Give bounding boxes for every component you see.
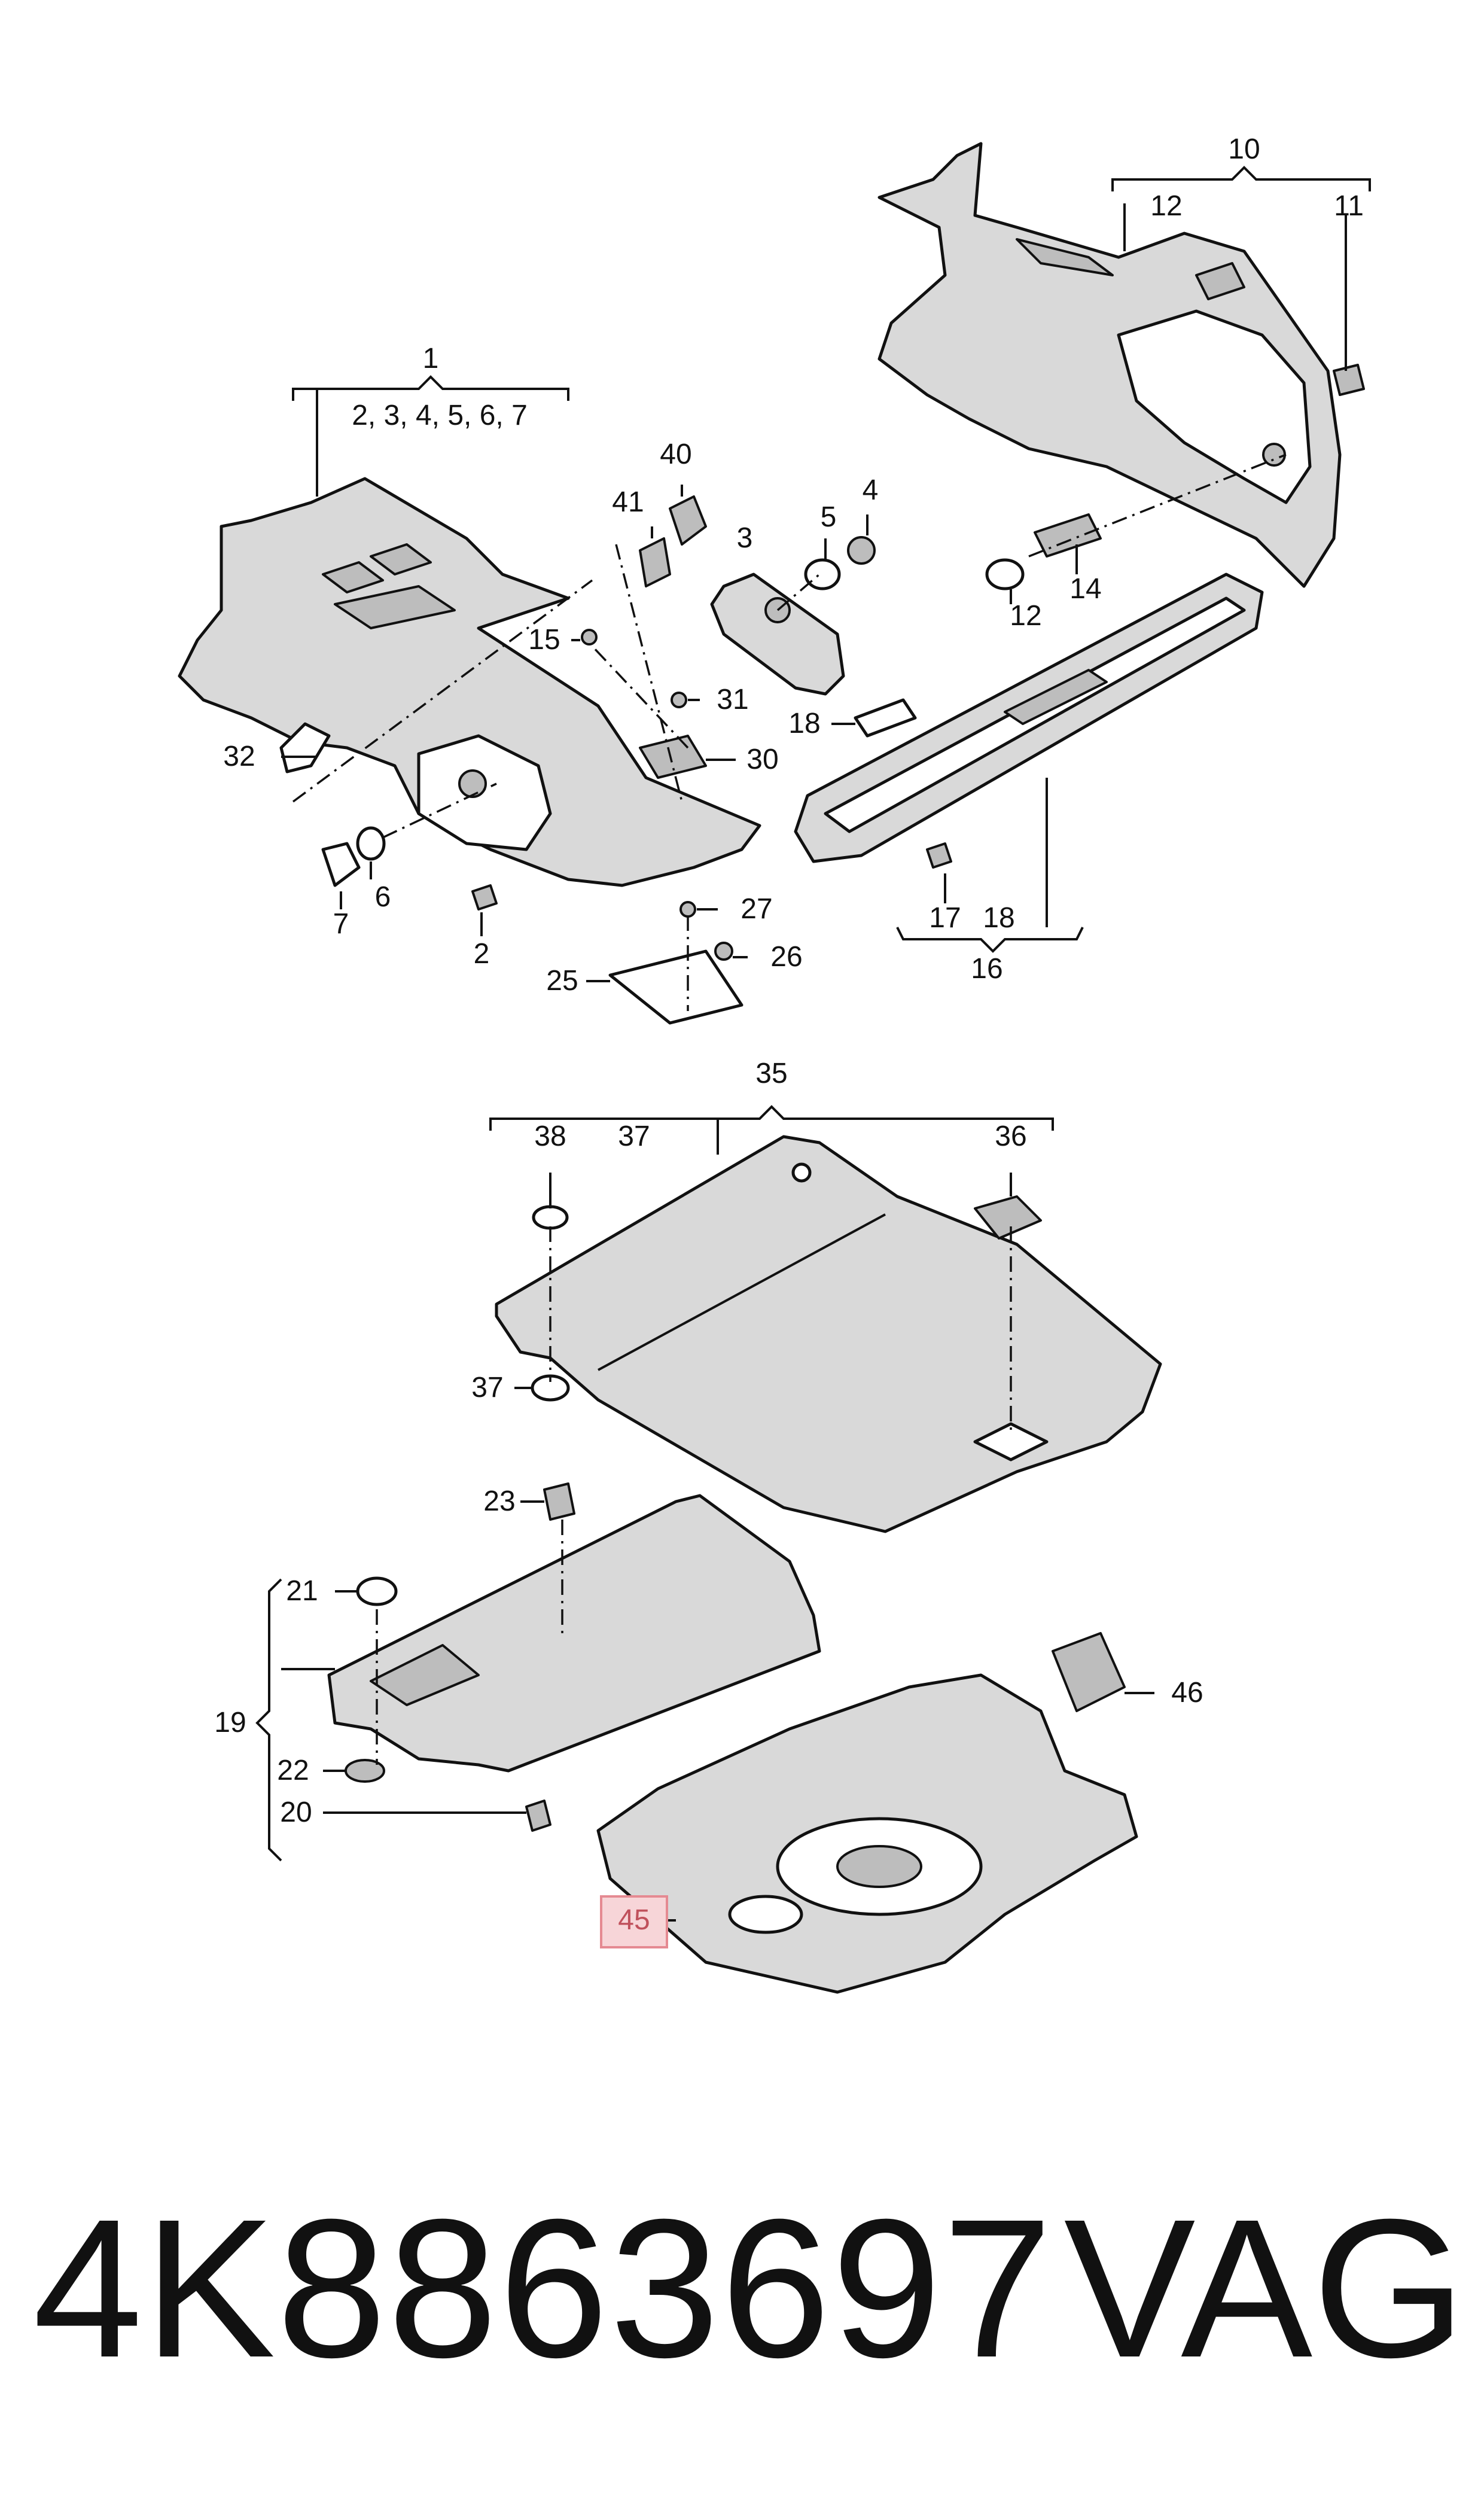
label-41: 41 bbox=[612, 486, 644, 518]
label-32: 32 bbox=[223, 741, 255, 772]
label-12-bottom: 12 bbox=[1010, 600, 1041, 632]
label-35: 35 bbox=[755, 1058, 787, 1089]
rear-sill-trim-strip bbox=[794, 573, 1264, 863]
spare-wheel-tub bbox=[596, 1673, 1138, 1994]
label-46: 46 bbox=[1171, 1677, 1203, 1709]
callout-labels: 1 2, 3, 4, 5, 6, 7 10 12 11 40 41 3 5 4 … bbox=[214, 133, 1364, 1936]
label-21: 21 bbox=[286, 1575, 318, 1607]
label-11: 11 bbox=[1334, 190, 1364, 222]
label-15: 15 bbox=[528, 624, 560, 656]
label-1-sub: 2, 3, 4, 5, 6, 7 bbox=[352, 400, 528, 431]
label-25: 25 bbox=[546, 965, 578, 997]
label-31: 31 bbox=[717, 684, 748, 715]
label-17: 17 bbox=[929, 902, 961, 934]
label-5: 5 bbox=[821, 501, 837, 533]
label-19: 19 bbox=[214, 1707, 246, 1738]
label-37-bottom: 37 bbox=[471, 1372, 503, 1403]
brand-text: VAG bbox=[1064, 2178, 1466, 2398]
label-40: 40 bbox=[660, 439, 691, 470]
cover-panel bbox=[710, 573, 845, 696]
label-6: 6 bbox=[375, 881, 391, 913]
label-7: 7 bbox=[333, 908, 349, 940]
label-16: 16 bbox=[971, 953, 1002, 985]
label-22: 22 bbox=[277, 1755, 309, 1786]
label-23: 23 bbox=[483, 1485, 515, 1517]
floor-cover-board bbox=[327, 1494, 821, 1773]
label-14: 14 bbox=[1069, 573, 1101, 605]
right-side-trim-panel bbox=[877, 142, 1342, 588]
label-18-clip: 18 bbox=[788, 708, 820, 739]
label-38: 38 bbox=[534, 1121, 566, 1152]
label-4: 4 bbox=[863, 474, 879, 506]
label-37-top: 37 bbox=[618, 1121, 650, 1152]
label-20: 20 bbox=[280, 1797, 312, 1828]
left-side-trim-panel bbox=[178, 477, 761, 887]
small-parts bbox=[279, 364, 1365, 1832]
label-18-strip: 18 bbox=[983, 902, 1014, 934]
assembly-lines bbox=[292, 453, 1287, 1765]
part-number-text: 4K8863697 bbox=[33, 2178, 1054, 2398]
label-12-top: 12 bbox=[1150, 190, 1182, 222]
leader-lines bbox=[255, 166, 1371, 1922]
label-27: 27 bbox=[741, 893, 772, 925]
label-3: 3 bbox=[737, 522, 753, 554]
load-floor-panel bbox=[495, 1135, 1162, 1533]
label-30: 30 bbox=[746, 744, 778, 775]
label-36: 36 bbox=[995, 1121, 1026, 1152]
label-2: 2 bbox=[474, 938, 490, 970]
label-45: 45 bbox=[618, 1904, 650, 1936]
label-1: 1 bbox=[423, 343, 439, 374]
exploded-parts-diagram: 1 2, 3, 4, 5, 6, 7 10 12 11 40 41 3 5 4 … bbox=[178, 133, 1371, 1994]
highlight-box-45 bbox=[600, 1895, 668, 1948]
label-10: 10 bbox=[1228, 133, 1260, 165]
label-26: 26 bbox=[770, 941, 802, 973]
